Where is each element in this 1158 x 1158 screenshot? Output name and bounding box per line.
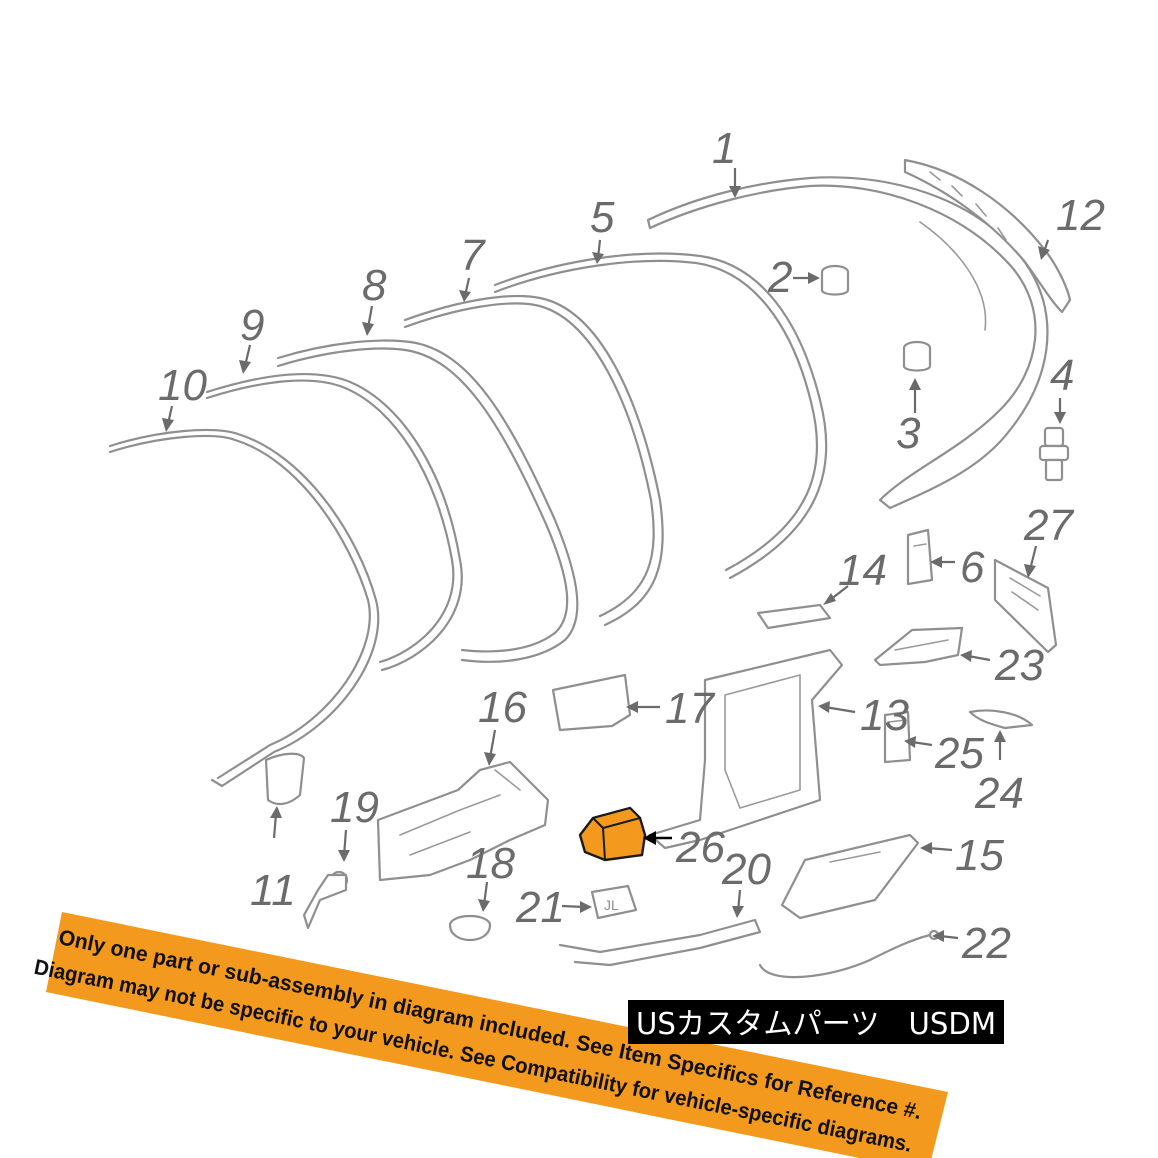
part-1-trunk-lid <box>646 176 1049 510</box>
part-26-highlighted <box>578 806 647 862</box>
callout-16: 16 <box>478 683 527 732</box>
part-6-clip <box>906 528 934 586</box>
callout-19: 19 <box>330 783 379 832</box>
callout-5: 5 <box>590 193 615 242</box>
callout-12: 12 <box>1056 191 1105 240</box>
part-23-bracket <box>873 626 964 667</box>
callout-2: 2 <box>767 253 792 302</box>
part-21-badge: JL <box>590 884 638 920</box>
callout-6: 6 <box>960 543 985 592</box>
part-22-cable <box>758 929 940 979</box>
callout-13: 13 <box>860 691 909 740</box>
callout-24: 24 <box>974 769 1024 818</box>
part-15-pad <box>780 833 920 920</box>
callout-22: 22 <box>961 919 1011 968</box>
watermark-text: USカスタムパーツ USDM <box>636 1007 996 1042</box>
banner-line-2: Diagram may not be specific to your vehi… <box>32 955 914 1157</box>
callout-17: 17 <box>665 684 715 733</box>
callout-14: 14 <box>838 546 887 595</box>
part-20-rod <box>558 918 762 967</box>
callout-7: 7 <box>460 231 486 280</box>
part-16-panel <box>376 760 550 882</box>
callout-9: 9 <box>240 301 264 350</box>
callout-labels: 1 2 3 4 5 6 7 8 9 10 11 12 13 14 15 16 1… <box>158 124 1105 968</box>
leader-arrows <box>162 168 1066 942</box>
badge-label: JL <box>604 897 619 913</box>
callout-27: 27 <box>1023 501 1074 550</box>
part-27-bracket <box>993 558 1058 654</box>
part-8-arch <box>276 339 579 663</box>
callout-18: 18 <box>466 839 515 888</box>
callout-10: 10 <box>158 361 207 410</box>
part-12-spoiler <box>903 158 1072 314</box>
part-7-arch <box>403 294 664 627</box>
callout-23: 23 <box>994 641 1044 690</box>
part-14-label <box>756 603 832 630</box>
callout-21: 21 <box>515 883 565 932</box>
callout-26: 26 <box>675 823 725 872</box>
part-5-arch <box>493 252 828 580</box>
part-2-plug <box>820 264 850 296</box>
part-11-cap <box>264 752 306 806</box>
callout-25: 25 <box>934 729 984 778</box>
callout-4: 4 <box>1050 351 1074 400</box>
callout-1: 1 <box>712 124 736 173</box>
callout-20: 20 <box>721 845 771 894</box>
part-4-bumper <box>1038 426 1070 482</box>
part-3-plug <box>902 340 932 372</box>
callout-8: 8 <box>362 261 387 310</box>
callout-3: 3 <box>896 409 921 458</box>
part-24-clip <box>968 709 1034 730</box>
part-13-frame <box>648 648 844 850</box>
part-19-striker <box>302 870 349 930</box>
part-9-arch <box>205 373 463 672</box>
part-10-outer-arch <box>108 428 380 788</box>
part-17-panel <box>551 673 632 732</box>
callout-11: 11 <box>250 866 296 915</box>
part-18-plug <box>448 914 492 941</box>
part-25-bracket <box>883 710 912 764</box>
callout-15: 15 <box>955 831 1004 880</box>
watermark-label: USカスタムパーツ USDM <box>628 1000 1004 1044</box>
